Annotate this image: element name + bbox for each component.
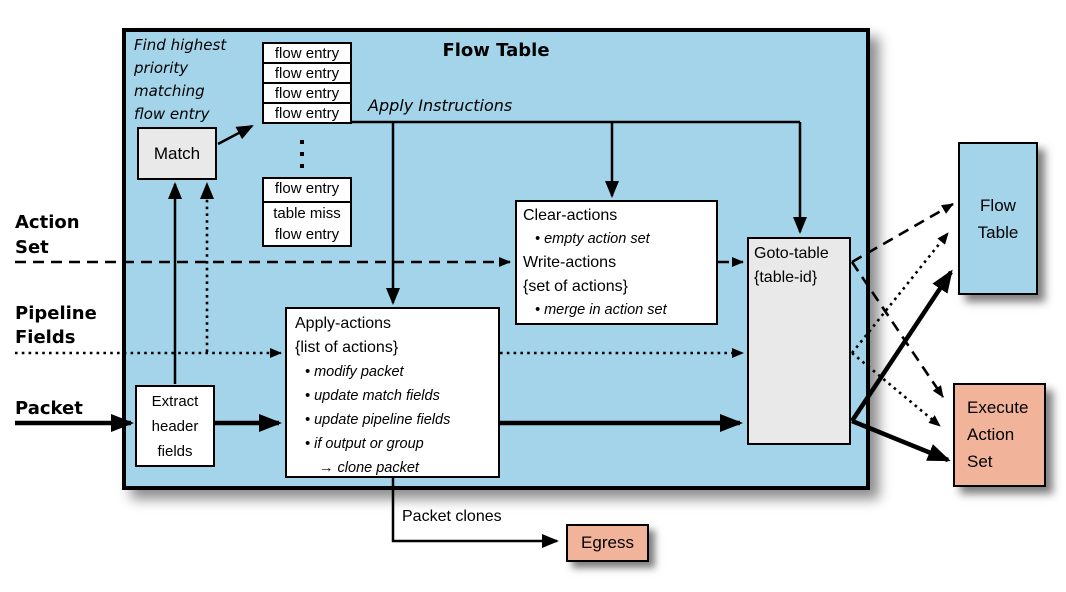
match-box: Match bbox=[137, 127, 217, 180]
table-miss-label: table miss bbox=[273, 205, 341, 222]
next-flow-table-line: Flow bbox=[980, 195, 1016, 215]
pipeline-fields-line: Pipeline bbox=[15, 303, 97, 324]
note-line: matching bbox=[134, 82, 205, 100]
write-actions-bullet: • merge in action set bbox=[535, 302, 667, 318]
action-set-label: Action Set bbox=[15, 210, 80, 260]
flow-entry: flow entry bbox=[264, 179, 350, 203]
find-highest-priority-note: Find highest priority matching flow entr… bbox=[134, 34, 264, 126]
vertical-ellipsis-icon bbox=[300, 140, 304, 176]
flow-entry: flow entry bbox=[262, 42, 352, 64]
packet-label: Packet bbox=[15, 398, 83, 419]
flow-entry: flow entry bbox=[262, 62, 352, 84]
goto-table-label: Goto-table bbox=[754, 245, 829, 262]
egress-box: Egress bbox=[566, 524, 649, 562]
flow-entry: flow entry bbox=[274, 226, 340, 243]
write-actions-title: Write-actions bbox=[523, 254, 617, 271]
flow-entry-stack: flow entry flow entry flow entry flow en… bbox=[262, 42, 352, 124]
apply-actions-bullet: • modify packet bbox=[305, 364, 404, 380]
apply-actions-bullet: • update match fields bbox=[305, 388, 440, 404]
clear-actions-bullet: • empty action set bbox=[535, 231, 650, 247]
packet-clones-label: Packet clones bbox=[402, 508, 502, 525]
flow-entry: flow entry bbox=[262, 102, 352, 124]
flow-table-title: Flow Table bbox=[442, 40, 550, 61]
next-flow-table-box: Flow Table bbox=[958, 142, 1038, 295]
apply-actions-bullet: • if output or group bbox=[305, 436, 424, 452]
apply-actions-box: Apply-actions {list of actions} • modify… bbox=[285, 307, 500, 478]
execute-line: Action bbox=[967, 425, 1015, 444]
extract-line: fields bbox=[157, 442, 193, 460]
apply-instructions-label: Apply Instructions bbox=[368, 96, 513, 115]
note-line: Find highest bbox=[134, 36, 227, 54]
note-line: priority bbox=[134, 59, 189, 77]
execute-action-set-box: Execute Action Set bbox=[953, 383, 1046, 487]
action-set-line: Set bbox=[15, 237, 49, 258]
match-label: Match bbox=[153, 143, 201, 163]
action-set-line: Action bbox=[15, 212, 80, 233]
extract-line: header bbox=[151, 417, 199, 435]
table-id-label: {table-id} bbox=[754, 269, 818, 286]
list-of-actions-label: {list of actions} bbox=[295, 339, 399, 356]
goto-table-box: Goto-table {table-id} bbox=[747, 237, 851, 445]
pipeline-fields-line: Fields bbox=[15, 327, 76, 348]
note-line: flow entry bbox=[134, 105, 210, 123]
execute-line: Execute bbox=[967, 398, 1029, 417]
clear-actions-title: Clear-actions bbox=[523, 207, 618, 224]
set-of-actions-label: {set of actions} bbox=[523, 278, 628, 295]
clone-packet-bullet: → clone packet bbox=[319, 460, 419, 476]
apply-actions-bullet: • update pipeline fields bbox=[305, 412, 451, 428]
execute-line: Set bbox=[967, 452, 993, 471]
clear-write-actions-box: Clear-actions • empty action set Write-a… bbox=[515, 200, 718, 325]
flow-entry: flow entry bbox=[262, 82, 352, 104]
egress-label: Egress bbox=[581, 533, 634, 552]
pipeline-fields-label: Pipeline Fields bbox=[15, 302, 97, 350]
apply-actions-title: Apply-actions bbox=[295, 315, 392, 332]
table-miss-stack: flow entry table miss flow entry bbox=[262, 177, 352, 247]
next-flow-table-line: Table bbox=[977, 222, 1019, 242]
extract-line: Extract bbox=[151, 392, 199, 410]
extract-header-fields-box: Extract header fields bbox=[135, 385, 215, 467]
